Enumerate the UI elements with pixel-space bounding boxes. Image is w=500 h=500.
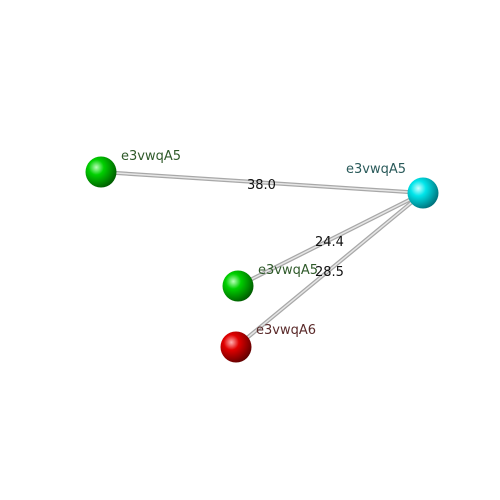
edges xyxy=(100,170,425,349)
edge-label-e3: 28.5 xyxy=(315,265,344,280)
node-label-n4: e3vwqA6 xyxy=(256,323,316,338)
node-labels: e3vwqA5 e3vwqA5 e3vwqA5 e3vwqA6 xyxy=(121,149,406,338)
edge-e1 xyxy=(100,170,424,195)
edge-e2 xyxy=(237,191,424,288)
atom-node-n4 xyxy=(220,331,252,363)
atom-node-n3 xyxy=(222,270,254,302)
atom-node-n1 xyxy=(85,156,117,188)
nodes xyxy=(85,156,439,363)
atom-node-n2 xyxy=(407,177,439,209)
node-label-n1: e3vwqA5 xyxy=(121,149,181,164)
node-label-n3: e3vwqA5 xyxy=(258,263,318,278)
edge-label-e2: 24.4 xyxy=(315,235,344,250)
edge-labels: 38.0 24.4 28.5 xyxy=(247,178,344,280)
edge-e3 xyxy=(234,191,425,349)
node-label-n2: e3vwqA5 xyxy=(346,162,406,177)
edge-label-e1: 38.0 xyxy=(247,178,276,193)
